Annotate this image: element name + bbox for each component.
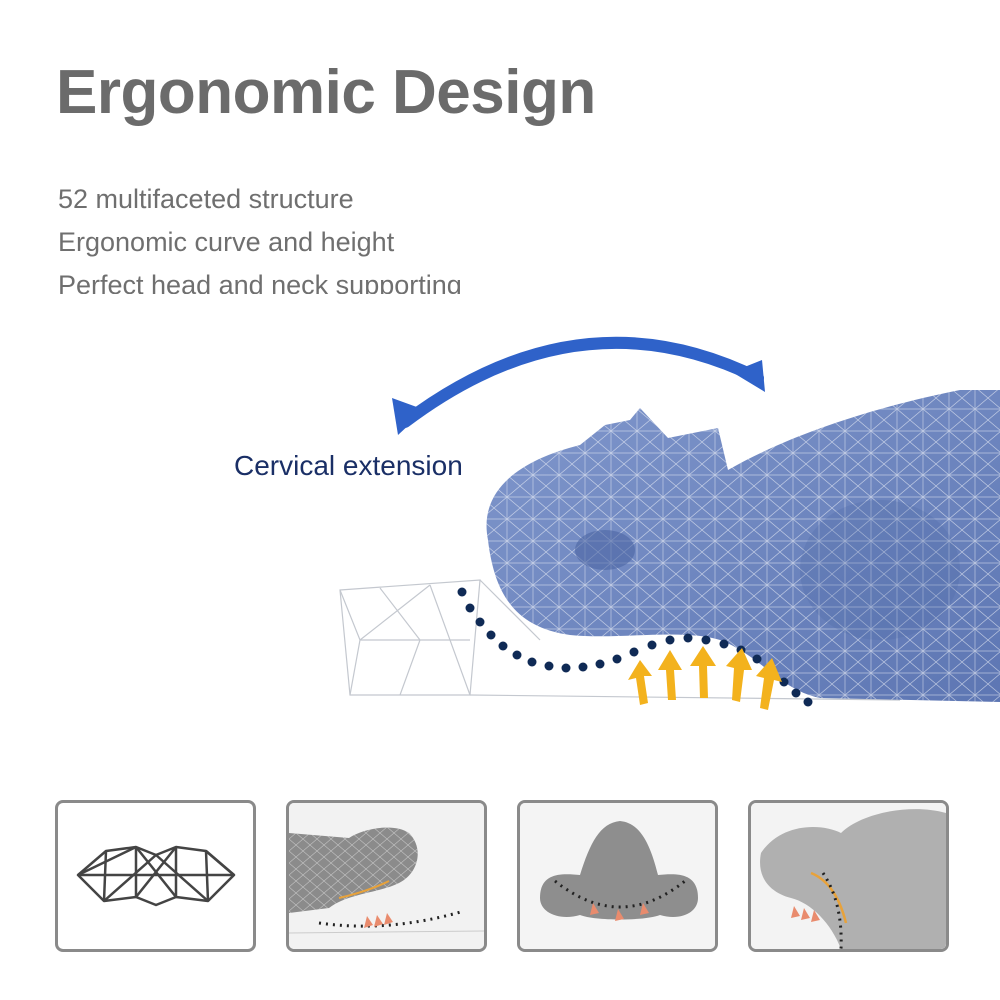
- side-view-neck-support-icon: [289, 803, 484, 949]
- feature-list: 52 multifaceted structure Ergonomic curv…: [58, 182, 462, 294]
- support-arrows-icon: [628, 646, 782, 710]
- cervical-extension-label: Cervical extension: [234, 450, 463, 481]
- thumbnail-3[interactable]: [517, 800, 718, 952]
- thumbnail-4[interactable]: [748, 800, 949, 952]
- pillow-mesh-outline-icon: [76, 845, 236, 907]
- pillow-outline-icon: [339, 579, 901, 701]
- back-view-head-support-icon: [520, 803, 715, 949]
- thumbnail-1[interactable]: [55, 800, 256, 952]
- page-title: Ergonomic Design: [56, 58, 596, 127]
- feature-item: Ergonomic curve and height: [58, 227, 395, 257]
- rotation-arrow-icon: [392, 336, 765, 435]
- neck-curve-closeup-icon: [751, 803, 946, 949]
- head-body-mesh-icon: [486, 390, 1000, 702]
- thumbnail-2[interactable]: [286, 800, 487, 952]
- feature-item: Perfect head and neck supporting: [58, 270, 462, 294]
- feature-item: 52 multifaceted structure: [58, 184, 354, 214]
- thumbnail-strip: [55, 800, 955, 956]
- hero-illustration: [339, 336, 1000, 710]
